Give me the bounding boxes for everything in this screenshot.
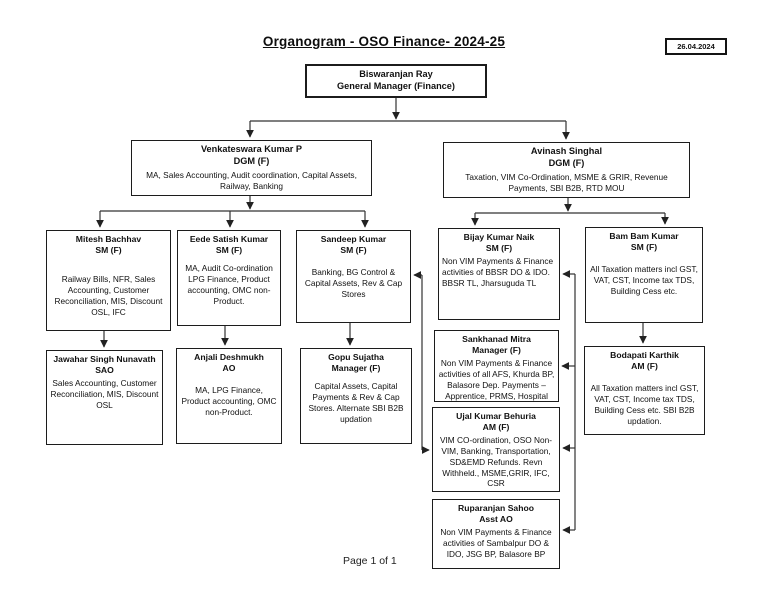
person-name: Bodapati Karthik: [610, 350, 679, 360]
person-name: Gopu Sujatha: [328, 352, 384, 362]
person-duties: Taxation, VIM Co-Ordination, MSME & GRIR…: [465, 171, 668, 193]
person-role: AO: [222, 363, 236, 374]
person-duties: MA, LPG Finance, Product accounting, OMC…: [181, 385, 277, 417]
person-role: Manager (F): [472, 345, 521, 356]
person-role: SM (F): [95, 245, 122, 256]
person-name: Bam Bam Kumar: [609, 231, 679, 241]
org-node-jawahar: Jawahar Singh Nunavath SAO Sales Account…: [46, 350, 163, 445]
org-node-sankhanad: Sankhanad Mitra Manager (F) Non VIM Paym…: [434, 330, 559, 402]
person-duties: Sales Accounting, Customer Reconciliatio…: [50, 378, 159, 410]
org-node-eede: Eede Satish Kumar SM (F) MA, Audit Co-or…: [177, 230, 281, 326]
person-role: DGM (F): [548, 157, 585, 168]
org-node-gm: Biswaranjan Ray General Manager (Finance…: [305, 64, 487, 98]
org-node-mitesh: Mitesh Bachhav SM (F) Railway Bills, NFR…: [46, 230, 171, 331]
person-duties: All Taxation matters incl GST, VAT, CST,…: [590, 264, 698, 296]
person-role: SM (F): [340, 245, 367, 256]
person-duties: MA, Sales Accounting, Audit coordination…: [146, 169, 357, 191]
page-title: Organogram - OSO Finance- 2024-25: [262, 34, 506, 49]
person-name: Sankhanad Mitra: [462, 334, 531, 344]
person-role: Manager (F): [331, 363, 381, 374]
person-role: Asst AO: [479, 514, 513, 525]
person-duties: Non VIM Payments & Finance activities of…: [442, 256, 554, 288]
person-duties: All Taxation matters incl GST, VAT, CST,…: [590, 383, 699, 426]
person-role: General Manager (Finance): [337, 80, 455, 91]
person-duties: VIM CO-ordination, OSO Non-VIM, Banking,…: [439, 435, 553, 489]
person-duties: Capital Assets, Capital Payments & Rev &…: [308, 381, 404, 424]
org-node-venkateswara: Venkateswara Kumar P DGM (F) MA, Sales A…: [131, 140, 372, 196]
person-name: Mitesh Bachhav: [75, 234, 142, 244]
person-role: DGM (F): [233, 155, 270, 166]
person-duties: Non VIM Payments & Finance activities of…: [440, 527, 552, 559]
person-name: Venkateswara Kumar P: [200, 144, 303, 154]
person-duties: Banking, BG Control & Capital Assets, Re…: [304, 267, 403, 299]
person-role: AM (F): [482, 422, 510, 433]
org-node-bijay: Bijay Kumar Naik SM (F) Non VIM Payments…: [438, 228, 560, 320]
person-duties: Railway Bills, NFR, Sales Accounting, Cu…: [54, 274, 163, 317]
person-name: Jawahar Singh Nunavath: [53, 354, 156, 364]
person-role: SM (F): [485, 243, 513, 254]
org-node-bodapati: Bodapati Karthik AM (F) All Taxation mat…: [584, 346, 705, 435]
person-role: SAO: [95, 365, 114, 376]
person-duties: MA, Audit Co-ordination LPG Finance, Pro…: [185, 263, 273, 306]
person-name: Anjali Deshmukh: [194, 352, 264, 362]
date-stamp: 26.04.2024: [665, 38, 727, 55]
person-name: Bijay Kumar Naik: [463, 232, 535, 242]
org-node-ujal: Ujal Kumar Behuria AM (F) VIM CO-ordinat…: [432, 407, 560, 492]
page-number: Page 1 of 1: [343, 555, 397, 567]
person-name: Avinash Singhal: [530, 146, 603, 156]
person-name: Ujal Kumar Behuria: [456, 411, 536, 421]
org-node-gopu: Gopu Sujatha Manager (F) Capital Assets,…: [300, 348, 412, 444]
person-name: Eede Satish Kumar: [189, 234, 269, 244]
person-name: Biswaranjan Ray: [359, 69, 433, 79]
org-node-anjali: Anjali Deshmukh AO MA, LPG Finance, Prod…: [176, 348, 282, 444]
org-node-ruparanjan: Ruparanjan Sahoo Asst AO Non VIM Payment…: [432, 499, 560, 569]
person-duties: Non VIM Payments & Finance activities of…: [438, 358, 555, 401]
person-name: Sandeep Kumar: [320, 234, 387, 244]
org-node-sandeep: Sandeep Kumar SM (F) Banking, BG Control…: [296, 230, 411, 323]
org-node-bambam: Bam Bam Kumar SM (F) All Taxation matter…: [585, 227, 703, 323]
person-role: SM (F): [215, 245, 243, 256]
org-node-avinash: Avinash Singhal DGM (F) Taxation, VIM Co…: [443, 142, 690, 198]
person-name: Ruparanjan Sahoo: [458, 503, 534, 513]
person-role: AM (F): [631, 361, 658, 372]
person-role: SM (F): [630, 242, 658, 253]
